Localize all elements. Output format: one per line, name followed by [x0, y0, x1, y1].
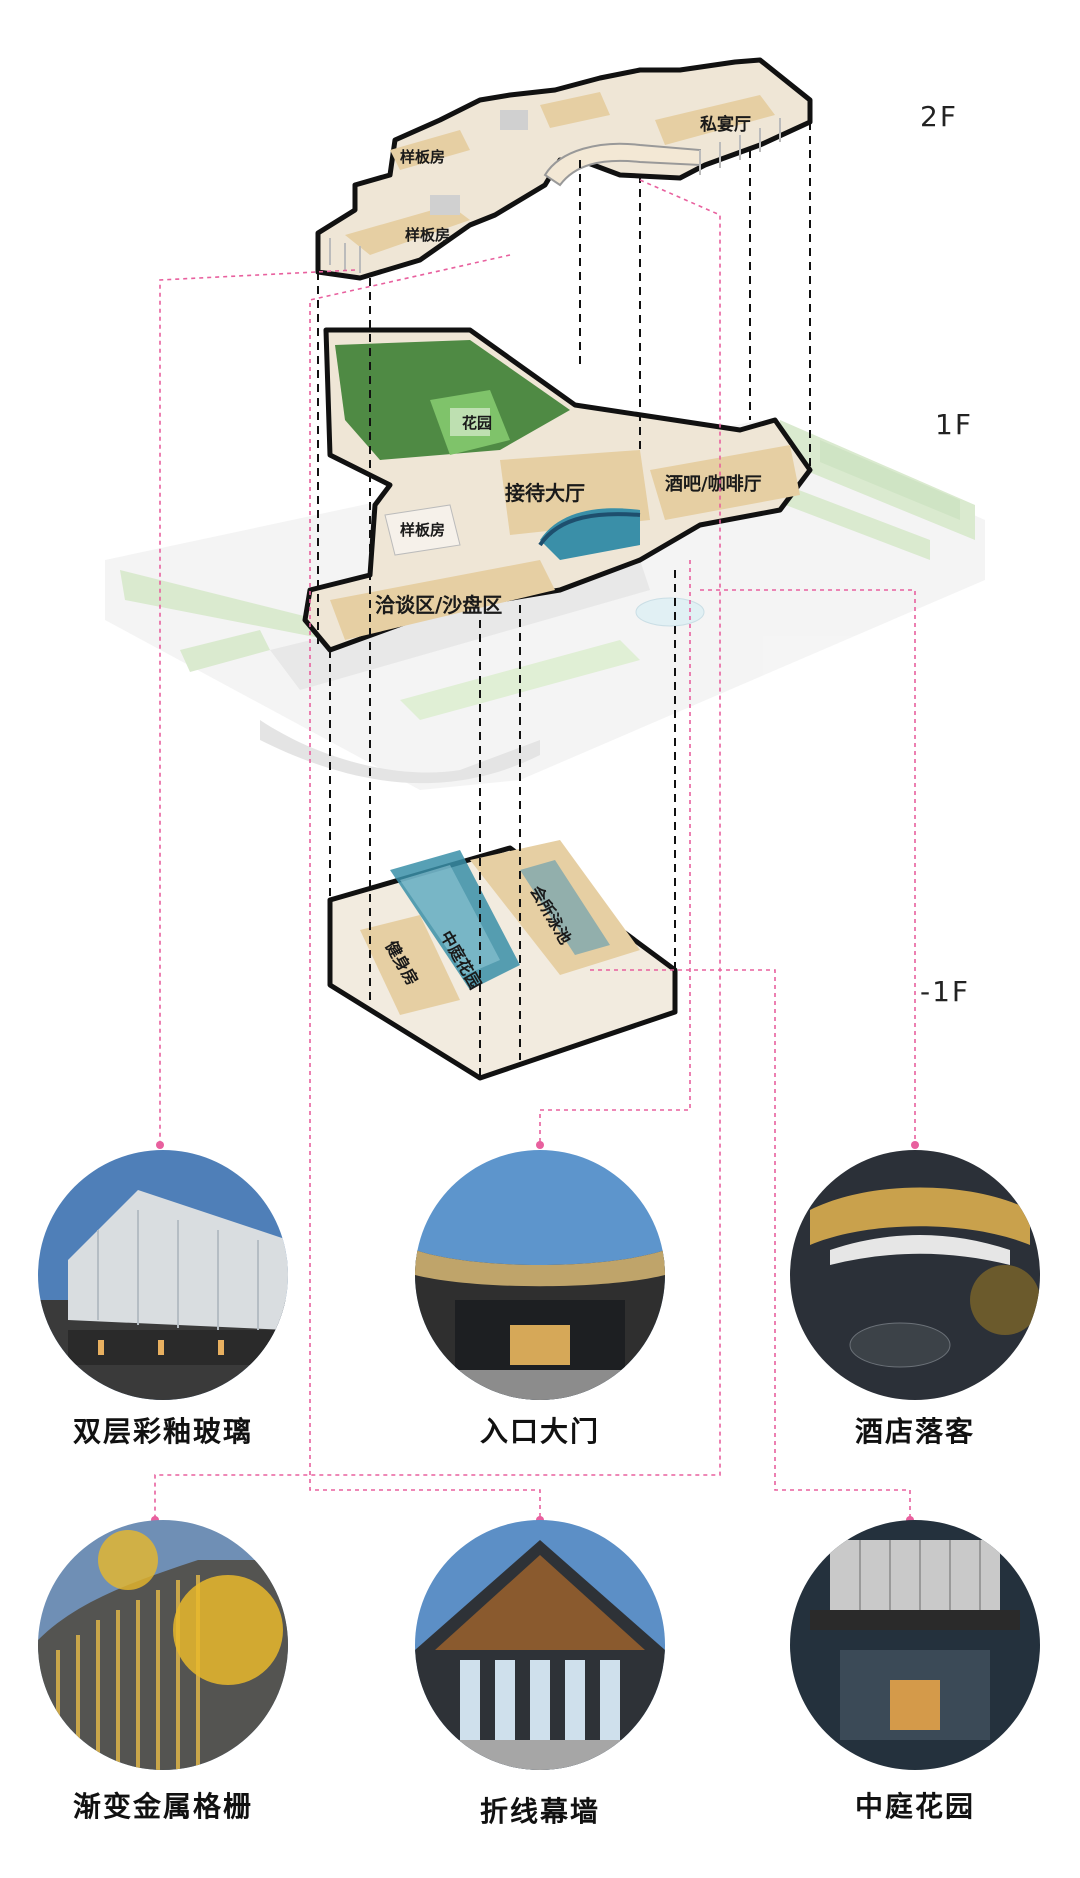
caption-metal-grille: 渐变金属格栅: [72, 1790, 253, 1823]
room-label-1f-reception: 接待大厅: [505, 481, 585, 505]
floor-2f-plan: 样板房 样板房 私宴厅: [315, 57, 813, 281]
floor-label-1f: 1F: [935, 408, 973, 441]
room-label-2f-dressing-2: 样板房: [405, 226, 450, 244]
floor-b1-plan: 中庭花园 会所泳池 健身房: [327, 840, 678, 1081]
caption-folded-curtain-wall: 折线幕墙: [479, 1795, 600, 1828]
photo-double-glazing: [38, 1150, 288, 1400]
caption-courtyard-garden: 中庭花园: [854, 1790, 975, 1823]
photo-folded-curtain-wall: [415, 1520, 665, 1770]
room-label-1f-dressing: 样板房: [400, 521, 445, 539]
caption-double-glazing: 双层彩釉玻璃: [72, 1415, 253, 1448]
room-label-1f-bar-cafe: 酒吧/咖啡厅: [665, 473, 762, 495]
floor-1f-plan: 花园 接待大厅 酒吧/咖啡厅 样板房 洽谈区/沙盘区: [302, 327, 813, 653]
floor-label-b1: -1F: [920, 975, 971, 1008]
photo-courtyard-garden: [790, 1520, 1040, 1770]
photo-metal-grille: [38, 1520, 288, 1770]
stack-lines: [317, 122, 811, 1078]
room-label-2f-dressing-1: 样板房: [400, 148, 445, 166]
floor-label-2f: 2F: [920, 100, 958, 133]
room-label-2f-private-dining: 私宴厅: [700, 114, 751, 135]
caption-entrance: 入口大门: [479, 1415, 600, 1448]
room-label-1f-lounge: 洽谈区/沙盘区: [375, 593, 502, 617]
photo-entrance: [415, 1150, 665, 1400]
room-label-1f-garden: 花园: [462, 414, 492, 432]
photo-hotel-dropoff: [790, 1150, 1040, 1400]
caption-hotel-dropoff: 酒店落客: [854, 1415, 975, 1448]
